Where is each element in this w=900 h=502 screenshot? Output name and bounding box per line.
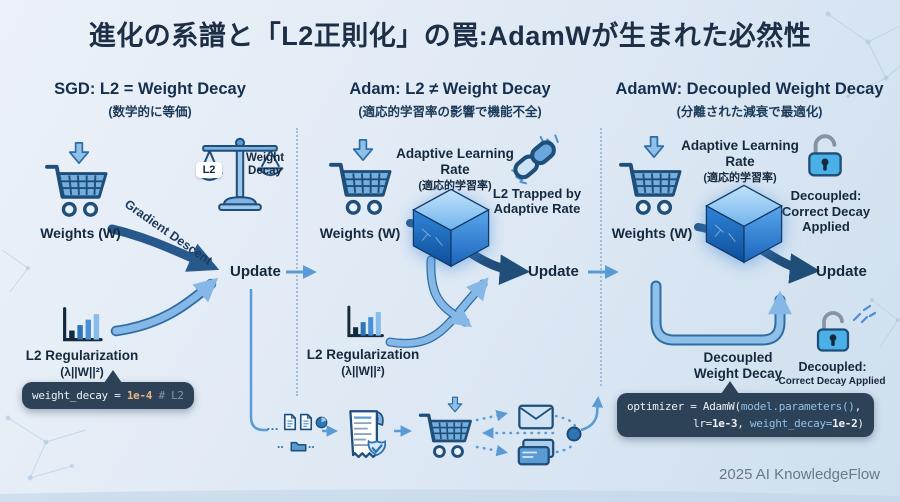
cart-icon [328,158,394,218]
sgd-update-label: Update [230,263,281,280]
sgd-l2-formula: (λ||W||²) [60,365,104,379]
code-pointer [104,370,122,383]
adamw-decoupled-bottom-sub: Correct Decay Applied [778,376,886,387]
flow-ellipsis: … [266,418,280,433]
sparkle-lines-icon [852,304,876,324]
code-line-1: optimizer = AdamW(model.parameters(), [627,400,861,413]
chain-link-icon [506,133,564,185]
adamw-code-snippet: optimizer = AdamW(model.parameters(), lr… [617,381,874,438]
adamw-weights-label: Weights (W) [611,225,693,241]
adamw-column-subtitle: (分離された減衰で最適化) [676,105,823,119]
flow-dots: ‥ [308,440,316,451]
cards-icon [517,438,555,467]
code-line-2: lr=1e-3, weight_decay=1e-2) [693,417,864,431]
document-icon [283,413,297,431]
envelope-icon [518,404,554,430]
document-icon [299,413,313,431]
adamw-decoupled-note: Decoupled: Correct Decay Applied [781,188,871,235]
cart-icon [44,160,110,220]
code-key: weight_decay = [32,389,127,402]
column-divider-2 [600,128,602,386]
adam-column-title: Adam: L2 ≠ Weight Decay [349,80,551,98]
sgd-column-subtitle: (数学的に等価) [108,105,192,119]
code-comment: # L2 [152,389,184,402]
down-arrow-icon [643,135,665,159]
adam-adaptive-sub: (適応的学習率) [418,180,492,192]
adam-l2-reg-label: L2 Regularization [306,347,420,362]
bar-chart-icon [58,306,104,346]
scale-l2-tag: L2 [196,162,222,178]
adamw-decoupled-bottom-title: Decoupled: [798,360,867,374]
folder-icon [290,440,307,452]
adamw-decay-label: Decoupled Weight Decay [693,350,783,381]
scale-weight-decay-tag: Weight Decay [245,152,285,178]
receipt-icon [344,408,386,462]
adamw-update-label: Update [816,263,867,280]
adam-update-label: Update [528,263,579,280]
optimizer-cube-icon [700,182,788,264]
bar-chart-icon [343,304,385,342]
footer-credit: 2025 AI KnowledgeFlow [719,466,880,483]
open-padlock-icon [812,306,854,356]
code-value: 1e-4 [126,389,153,402]
optimizer-cube-icon [407,186,495,268]
cart-icon [618,158,684,218]
adam-trapped-label: L2 Trapped by Adaptive Rate [492,186,582,216]
adam-weights-label: Weights (W) [319,225,401,241]
open-padlock-icon [803,130,847,180]
adam-l2-formula: (λ||W||²) [341,364,385,378]
adamw-column-title: AdamW: Decoupled Weight Decay [615,80,884,98]
adam-adaptive-label: Adaptive Learning Rate [396,146,514,177]
sgd-weights-label: Weights (W) [40,225,121,241]
adam-column-subtitle: (適応的学習率の影響で機能不全) [358,105,542,119]
sgd-l2-reg-label: L2 Regularization [25,348,139,363]
flow-dots: ‥ [277,440,285,451]
sgd-column-title: SGD: L2 = Weight Decay [54,80,246,98]
page-title: 進化の系譜と「L2正則化」の罠:AdamWが生まれた必然性 [88,21,812,51]
cart-icon [418,409,474,461]
adamw-adaptive-label: Adaptive Learning Rate [681,138,799,169]
sgd-code-snippet: weight_decay = 1e-4 # L2 [22,370,194,410]
code-pointer [721,381,739,394]
adamw-adaptive-sub: (適応的学習率) [703,172,777,184]
column-divider-1 [296,128,298,396]
pie-icon [315,416,328,429]
